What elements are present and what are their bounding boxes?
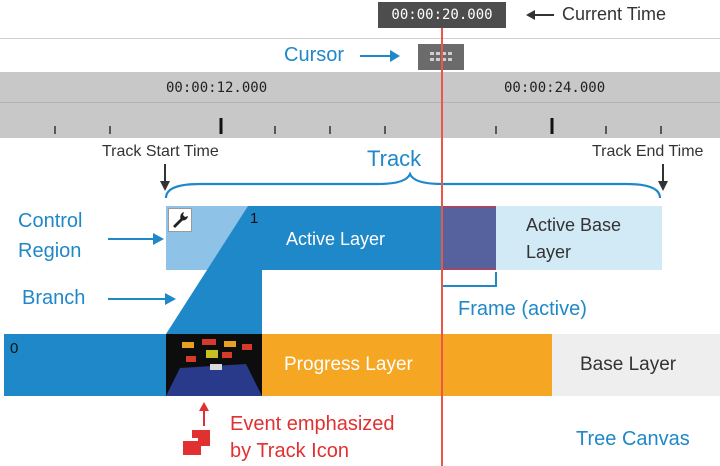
cursor-handle-icon [430, 52, 452, 61]
active-frame[interactable] [442, 206, 497, 270]
branch-label: Branch [22, 287, 86, 309]
time-ruler[interactable]: 00:00:12.000 00:00:24.000 [0, 72, 720, 138]
current-time-label: Current Time [562, 4, 667, 24]
base-layer-label: Base Layer [580, 354, 677, 375]
active-layer-label: Active Layer [286, 229, 386, 249]
wrench-icon [173, 212, 188, 228]
frame-active-label: Frame (active) [458, 298, 587, 320]
active-layer-index: 1 [250, 210, 259, 227]
event-label-line1: Event emphasized [230, 413, 395, 435]
current-time-arrow [526, 10, 554, 20]
ruler-tick-label-12s: 00:00:12.000 [166, 80, 268, 96]
control-region-label-line2: Region [18, 240, 82, 262]
progress-layer-index: 0 [10, 340, 19, 357]
active-base-layer-label-line2: Layer [526, 242, 572, 262]
active-base-layer[interactable]: Active Base Layer [496, 206, 662, 270]
event-icon [178, 428, 218, 456]
progress-layer-label: Progress Layer [284, 354, 413, 375]
current-time-value: 00:00:20.000 [391, 7, 493, 23]
ruler-tick-label-24s: 00:00:24.000 [504, 80, 606, 96]
track-end-arrow [658, 164, 668, 191]
track-brace [164, 172, 662, 199]
event-label-line2: by Track Icon [230, 440, 349, 462]
header-divider [0, 38, 720, 39]
cursor-line[interactable] [441, 28, 443, 466]
event-thumbnail[interactable] [166, 334, 262, 396]
track-start-arrow [160, 164, 170, 191]
cursor-label: Cursor [284, 44, 345, 66]
active-layer[interactable]: 1 Active Layer [248, 206, 442, 270]
progress-layer[interactable]: Progress Layer [262, 334, 552, 396]
frame-bracket [441, 272, 497, 287]
track-label: Track [367, 146, 422, 171]
branch-arrow [108, 293, 176, 305]
base-layer[interactable]: Base Layer [552, 334, 720, 396]
control-region-label-line1: Control [18, 210, 83, 232]
ruler-divider [0, 102, 720, 103]
current-time-display: 00:00:20.000 [378, 2, 506, 28]
track-end-time-label: Track End Time [592, 143, 704, 160]
active-base-layer-label-line1: Active Base [526, 215, 622, 235]
control-region-arrow [108, 233, 164, 245]
progress-layer-base[interactable]: 0 [4, 334, 166, 396]
wrench-icon-box[interactable] [168, 208, 192, 232]
ruler-ticks [54, 118, 662, 134]
event-thumbnail-image [166, 334, 262, 396]
cursor-label-arrow [360, 50, 400, 62]
track-start-time-label: Track Start Time [102, 143, 219, 160]
tree-canvas-label: Tree Canvas [576, 428, 690, 450]
event-arrow [199, 402, 209, 426]
